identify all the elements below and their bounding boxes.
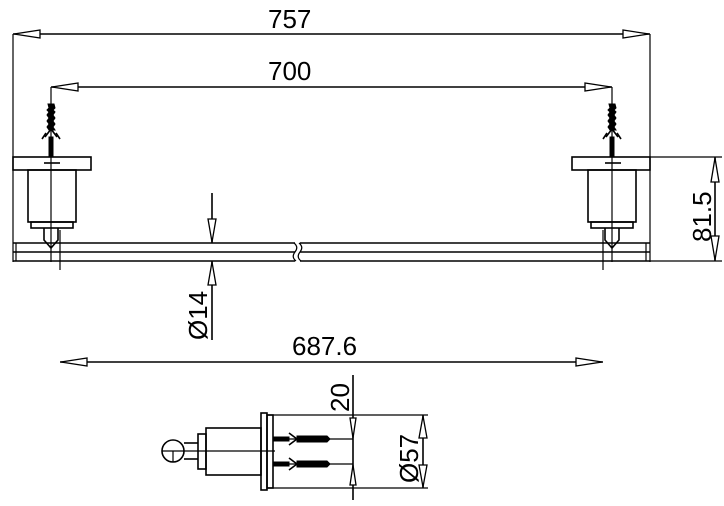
dimension-mounting-centers: 700 — [50, 56, 613, 102]
dimension-overall-length: 757 — [12, 4, 651, 262]
dimension-screw-spacing: 20 — [325, 375, 357, 500]
label-projection-depth: 81.5 — [687, 191, 717, 242]
label-mounting-centers: 700 — [268, 56, 311, 86]
label-bar-diameter: Ø14 — [183, 291, 213, 340]
towel-bar — [13, 242, 650, 262]
label-screw-spacing: 20 — [325, 383, 355, 412]
front-view: 757 700 — [12, 4, 722, 367]
right-bracket — [571, 102, 651, 270]
dimension-bar-diameter: Ø14 — [183, 193, 217, 340]
dimension-base-diameter: Ø57 — [394, 415, 428, 488]
dimension-bar-length: 687.6 — [60, 331, 603, 367]
side-view: 20 Ø57 — [161, 375, 428, 500]
label-bar-length: 687.6 — [292, 331, 357, 361]
left-bracket — [12, 102, 92, 270]
label-overall-length: 757 — [268, 4, 311, 34]
label-base-diameter: Ø57 — [394, 434, 424, 483]
dimension-projection-depth: 81.5 — [650, 156, 722, 262]
